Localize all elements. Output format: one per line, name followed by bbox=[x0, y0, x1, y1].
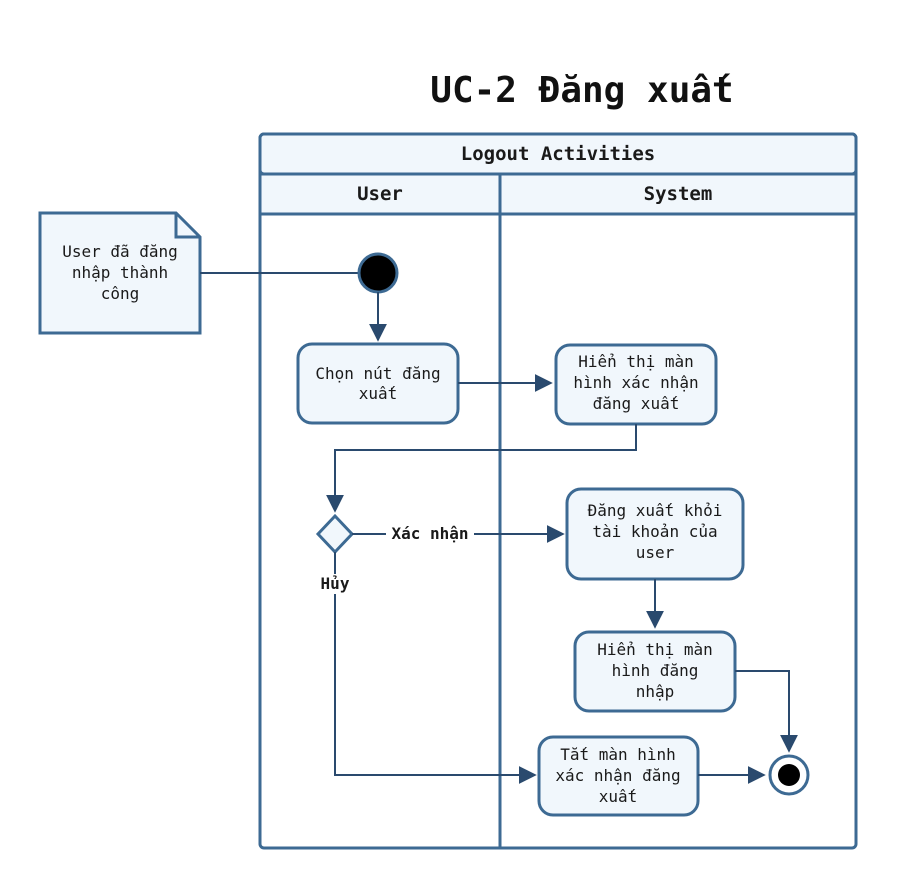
activity-show-confirm: Hiển thị màn hình xác nhận đăng xuất bbox=[554, 343, 718, 426]
node-line: Hiển thị màn bbox=[578, 352, 694, 371]
node-line: Tắt màn hình bbox=[560, 745, 676, 764]
pool-title: Logout Activities bbox=[461, 143, 655, 165]
node-line: xác nhận đăng bbox=[555, 766, 680, 785]
label-bg bbox=[316, 574, 354, 594]
node-line: đăng xuất bbox=[593, 394, 680, 413]
lane-header-system: System bbox=[644, 183, 713, 205]
node-line: Đăng xuất khỏi bbox=[588, 501, 723, 520]
node-line: xuất bbox=[359, 384, 398, 403]
edge-label-cancel: Hủy bbox=[321, 574, 350, 593]
precondition-note: User đã đăng nhập thành công bbox=[38, 211, 202, 335]
note-line: nhập thành bbox=[72, 263, 168, 282]
node-line: Hiển thị màn bbox=[597, 640, 713, 659]
activity-close-confirm: Tắt màn hình xác nhận đăng xuất bbox=[537, 735, 700, 817]
activity-show-login: Hiển thị màn hình đăng nhập bbox=[573, 630, 737, 713]
label-bg bbox=[386, 524, 474, 544]
note-line: User đã đăng bbox=[62, 242, 178, 261]
end-node bbox=[768, 754, 810, 796]
diagram-title: UC-2 Đăng xuất bbox=[430, 70, 733, 111]
edge-decision-cancel bbox=[334, 552, 537, 784]
node-line: Chọn nút đăng bbox=[315, 364, 440, 383]
node-line: xuất bbox=[599, 787, 638, 806]
node-line: nhập bbox=[636, 682, 675, 701]
edge-confirm-to-decision bbox=[326, 424, 637, 513]
activity-logout-account: Đăng xuất khỏi tài khoản của user bbox=[565, 487, 745, 581]
node-line: tài khoản của bbox=[592, 522, 717, 541]
note-line: công bbox=[101, 284, 140, 303]
edge-label-confirm: Xác nhận bbox=[391, 524, 468, 543]
edge-login-to-end bbox=[735, 670, 798, 753]
node-line: hình xác nhận bbox=[573, 373, 698, 392]
node-line: hình đăng bbox=[612, 661, 699, 680]
start-node bbox=[357, 252, 399, 294]
lane-header-user: User bbox=[357, 183, 403, 205]
activity-choose-logout: Chọn nút đăng xuất bbox=[296, 342, 460, 425]
node-line: user bbox=[636, 543, 675, 562]
